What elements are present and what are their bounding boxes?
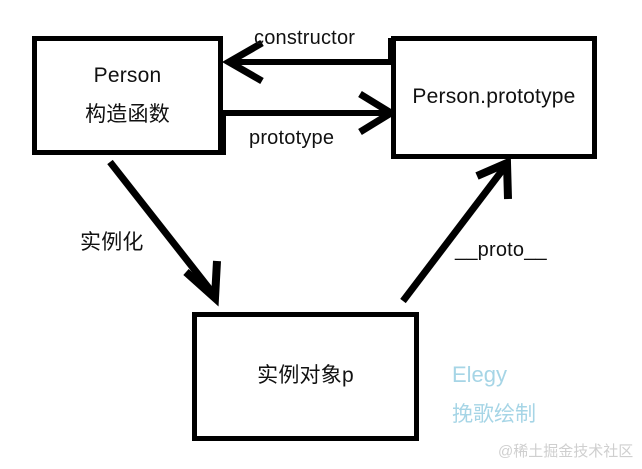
edge-label-instantiate: 实例化 (80, 231, 144, 254)
site-watermark: @稀土掘金技术社区 (498, 443, 634, 460)
author-signature-subtitle: 挽歌绘制 (452, 403, 536, 426)
node-person-subtitle: 构造函数 (85, 102, 170, 126)
node-instance-object-title: 实例对象p (257, 364, 354, 388)
edge-label-constructor: constructor (254, 27, 356, 49)
node-person-title: Person (93, 64, 162, 88)
edge-label-prototype: prototype (249, 127, 335, 149)
node-person-prototype: Person.prototype (391, 36, 597, 159)
node-person: Person 构造函数 (32, 36, 223, 155)
author-signature-name: Elegy (452, 362, 508, 387)
edge-instantiate (107, 159, 221, 307)
node-person-prototype-title: Person.prototype (412, 85, 576, 109)
edge-proto (400, 156, 512, 304)
node-instance-object: 实例对象p (192, 312, 419, 441)
edge-label-proto: __proto__ (455, 239, 547, 261)
